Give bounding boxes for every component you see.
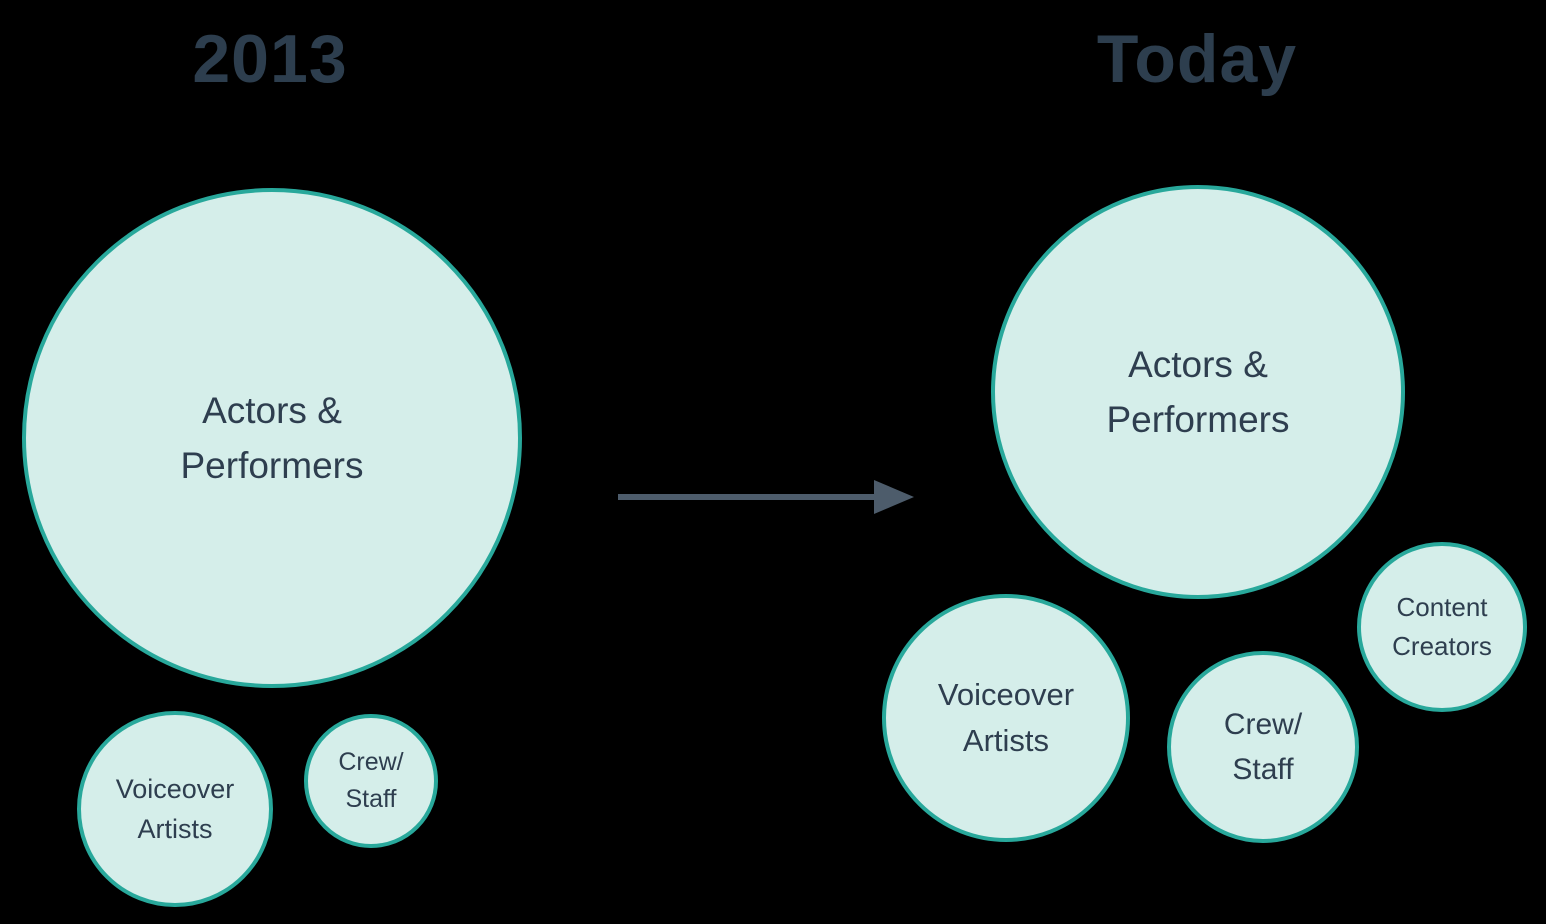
bubble-label: Actors & Performers bbox=[181, 383, 364, 494]
bubble-label-line: Performers bbox=[180, 445, 364, 486]
bubble-label-line: Creators bbox=[1392, 631, 1492, 661]
bubble-label-line: Performers bbox=[1106, 399, 1290, 440]
bubble-today-content-creators: Content Creators bbox=[1357, 542, 1527, 712]
bubble-label: Voiceover Artists bbox=[938, 672, 1074, 765]
bubble-2013-actors-performers: Actors & Performers bbox=[22, 188, 522, 688]
bubble-label: Crew/ Staff bbox=[338, 744, 403, 819]
bubble-label-line: Actors & bbox=[202, 389, 342, 431]
bubble-label: Crew/ Staff bbox=[1224, 702, 1302, 792]
bubble-label-line: Artists bbox=[137, 814, 213, 844]
bubble-label-line: Staff bbox=[345, 785, 397, 813]
bubble-label-line: Content bbox=[1396, 592, 1488, 622]
right-arrow-icon bbox=[618, 480, 914, 514]
arrow-head bbox=[874, 480, 914, 514]
bubble-label-line: Artists bbox=[962, 723, 1050, 758]
bubble-label-line: Staff bbox=[1232, 753, 1294, 786]
bubble-label: Content Creators bbox=[1392, 588, 1492, 666]
bubble-label: Actors & Performers bbox=[1107, 337, 1290, 448]
bubble-label-line: Crew/ bbox=[338, 747, 404, 776]
bubble-label-line: Crew/ bbox=[1223, 708, 1303, 741]
bubble-2013-crew-staff: Crew/ Staff bbox=[304, 714, 438, 848]
bubble-label-line: Voiceover bbox=[937, 676, 1075, 712]
arrow-shaft bbox=[618, 494, 874, 500]
bubble-2013-voiceover-artists: Voiceover Artists bbox=[77, 711, 273, 907]
bubble-label-line: Voiceover bbox=[115, 773, 235, 804]
bubble-label: Voiceover Artists bbox=[116, 769, 235, 850]
bubble-today-actors-performers: Actors & Performers bbox=[991, 185, 1405, 599]
right-panel-title: Today bbox=[1096, 21, 1298, 97]
bubble-label-line: Actors & bbox=[1128, 343, 1268, 385]
bubble-today-voiceover-artists: Voiceover Artists bbox=[882, 594, 1130, 842]
left-panel-title: 2013 bbox=[192, 21, 348, 97]
bubble-today-crew-staff: Crew/ Staff bbox=[1167, 651, 1359, 843]
